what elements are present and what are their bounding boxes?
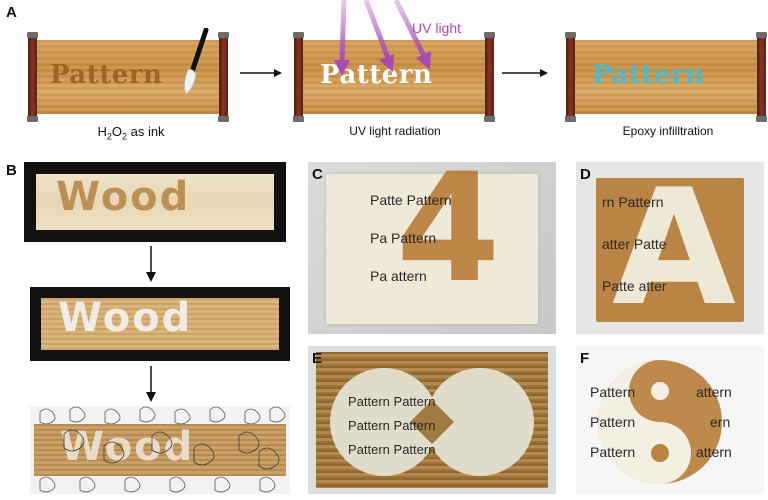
panel-label-e: E (312, 350, 323, 367)
brush-icon (183, 28, 209, 95)
scroll-3: Pattern (565, 32, 767, 122)
pattern-text-line: Pattern (590, 444, 636, 460)
caption-epoxy-infiltration: Epoxy infilltration (622, 124, 714, 138)
glyph-a: A (612, 162, 736, 334)
pattern-text-line: Pattern Pattern (348, 418, 436, 433)
pattern-photo-c: 4 Patte Pattern Pa Pattern Pa attern (308, 162, 556, 334)
caption-uv-radiation: UV light radiation (349, 124, 441, 138)
arrow-right-icon (240, 69, 282, 77)
panel-label-d: D (580, 166, 591, 183)
leaf-pattern-background (39, 406, 286, 493)
scroll-1-word: Pattern (50, 60, 163, 90)
panel-label-f: F (580, 350, 590, 367)
pattern-text-line: ern (710, 414, 731, 430)
pattern-text-line: Pa Pattern (370, 230, 437, 246)
pattern-text-line: Pattern (590, 384, 636, 400)
pattern-photo-f: Pattern Pattern Pattern attern ern atter… (576, 346, 764, 494)
uv-light-label: UV light (412, 20, 462, 36)
scroll-2: Pattern (293, 32, 495, 122)
pattern-text-line: Pattern Pattern (348, 394, 436, 409)
pattern-text-line: Patte atter (602, 278, 667, 294)
wood-photo-3: Wood (30, 406, 290, 494)
wood-word: Wood (60, 424, 195, 470)
panel-label-a: A (6, 4, 17, 21)
scroll-3-word: Pattern (592, 60, 705, 90)
leaf-pattern-overlay (63, 429, 280, 470)
scroll-1: Pattern (27, 28, 229, 122)
pattern-text-line: atter Patte (602, 236, 667, 252)
uv-light-arrows-icon (334, 0, 431, 76)
wood-word: Wood (56, 174, 191, 220)
panel-label-b: B (6, 162, 17, 179)
pattern-text-line: Pa attern (370, 268, 427, 284)
wood-word: Wood (58, 295, 193, 341)
pattern-text-line: rn Pattern (602, 194, 664, 210)
pattern-photo-d: A rn Pattern atter Patte Patte atter (576, 162, 764, 334)
pattern-text-line: attern (696, 384, 732, 400)
panel-label-c: C (312, 166, 323, 183)
pattern-photo-e: Pattern Pattern Pattern Pattern Pattern … (308, 346, 556, 494)
arrow-down-icon (146, 366, 156, 402)
yin-yang-shape (598, 360, 722, 484)
pattern-text-line: Pattern (590, 414, 636, 430)
stained-glyph-4: 4 (396, 162, 501, 316)
wood-photo-1: Wood (24, 162, 286, 242)
pattern-text-line: Pattern Pattern (348, 442, 436, 457)
pattern-text-line: Patte Pattern (370, 192, 452, 208)
caption-h2o2-ink: H2O2 as ink (97, 124, 165, 142)
wood-photo-2: Wood (30, 287, 290, 361)
arrow-right-icon (502, 69, 548, 77)
pattern-text-line: attern (696, 444, 732, 460)
arrow-down-icon (146, 246, 156, 282)
infinity-shape (330, 368, 534, 476)
